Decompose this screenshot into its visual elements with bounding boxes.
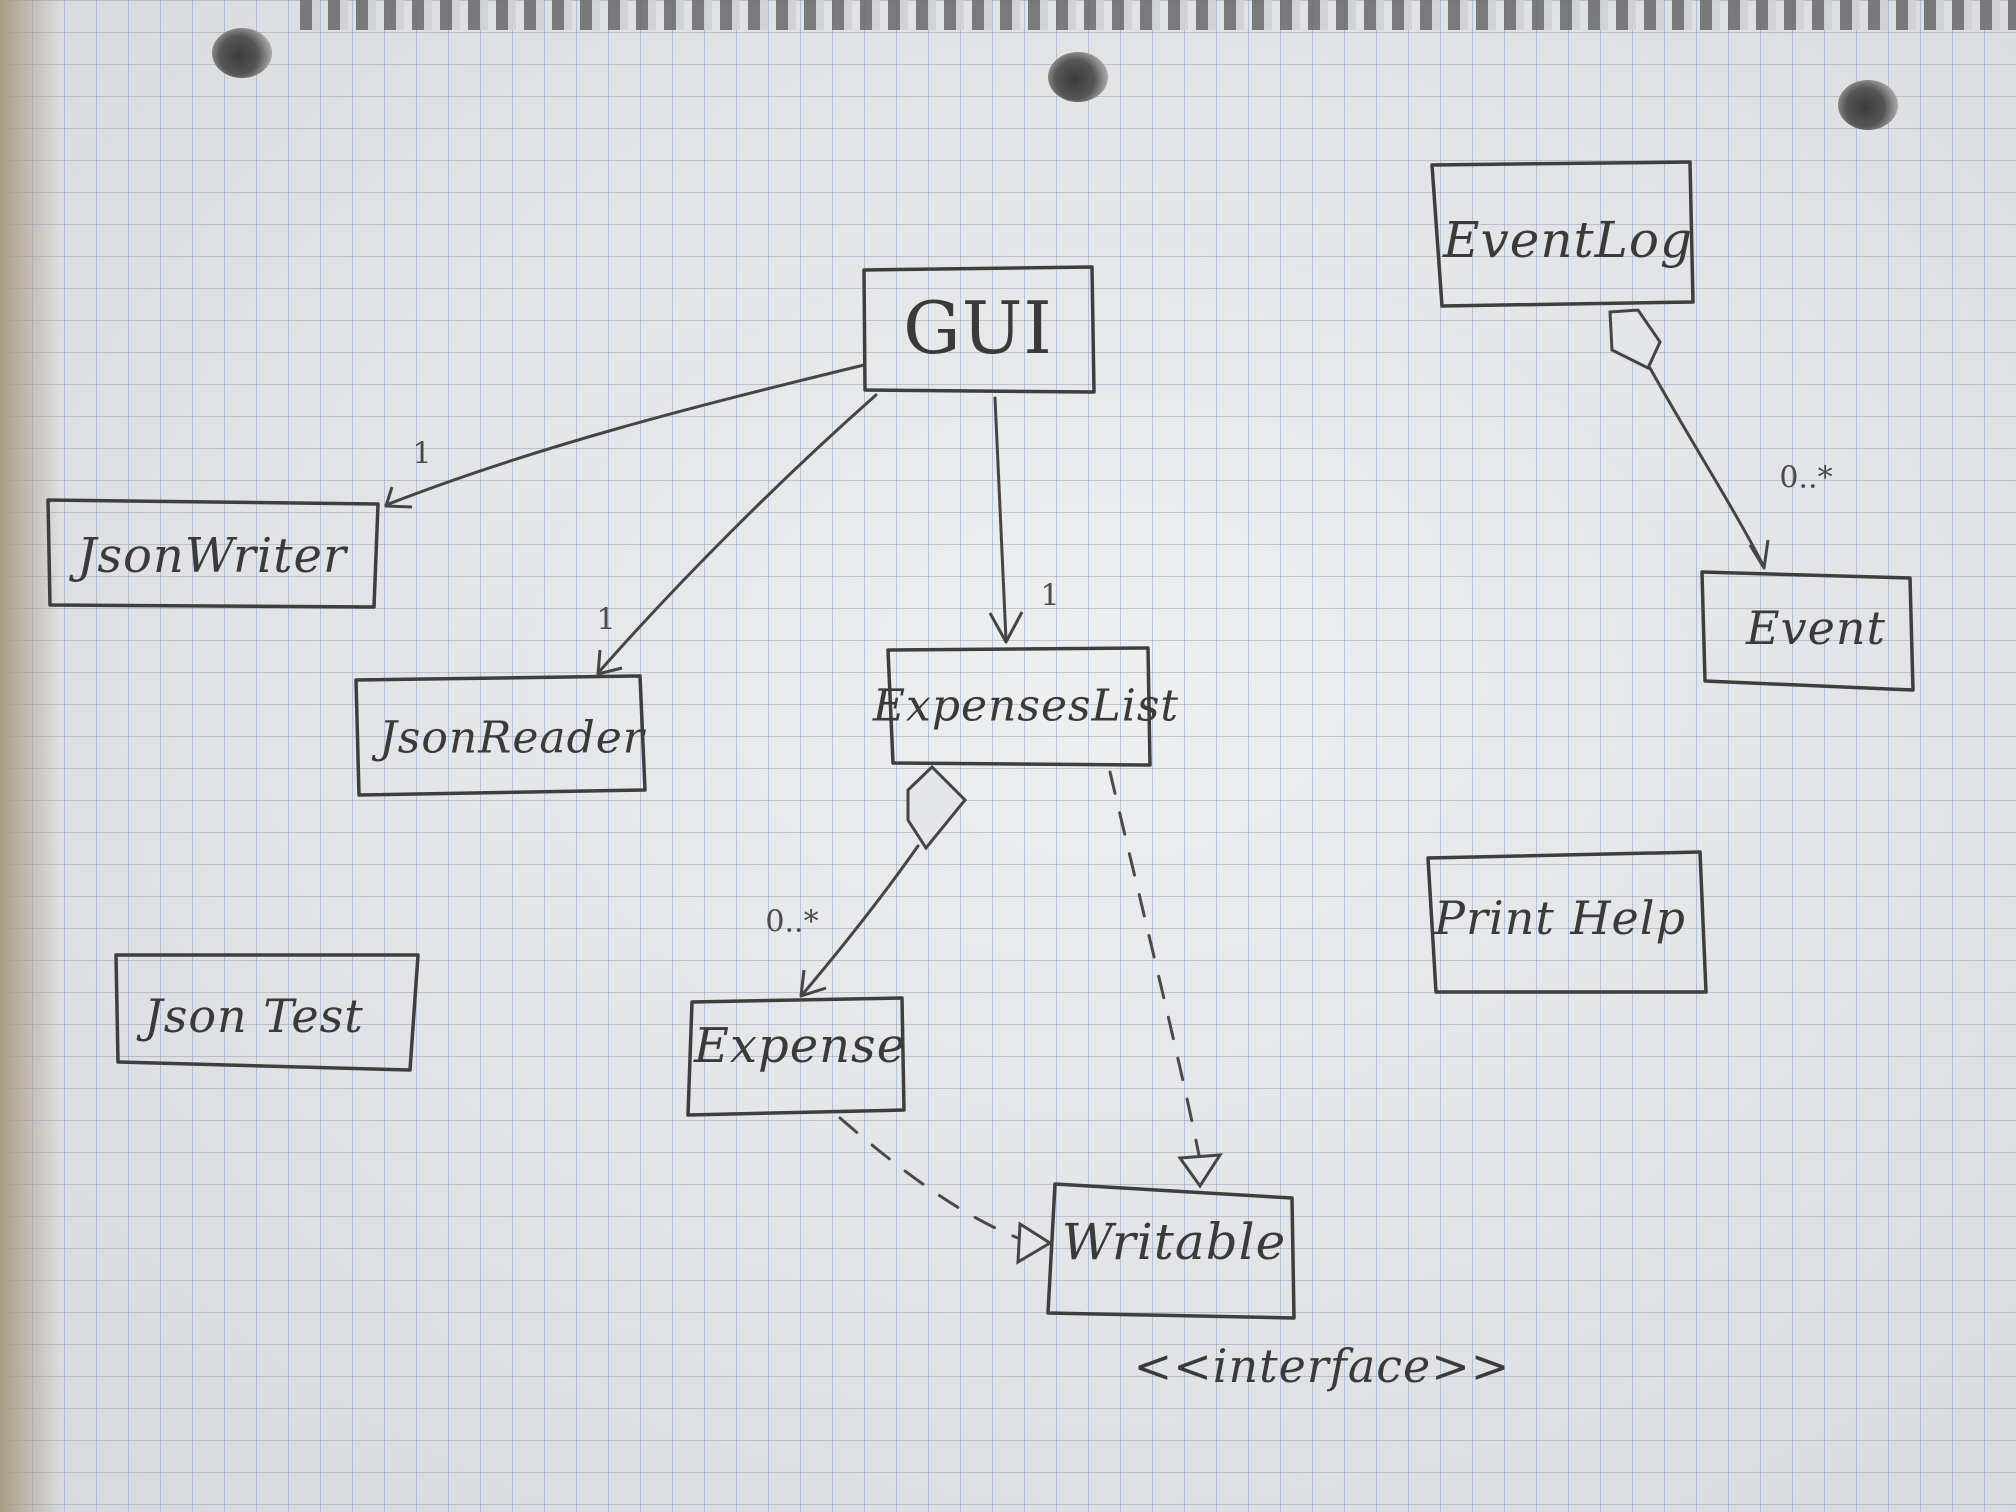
arrowhead xyxy=(596,649,623,676)
class-event: Event xyxy=(1746,601,1886,655)
json-writer-box xyxy=(46,498,380,609)
expenses-list-box xyxy=(886,646,1152,767)
class-json-test: Json Test xyxy=(144,989,364,1043)
punch-hole xyxy=(1838,80,1898,130)
punch-hole xyxy=(1048,52,1108,102)
print-help-box xyxy=(1426,850,1708,994)
aggregation-event-log-event xyxy=(1648,366,1766,569)
stereotype-label: <<interface>> xyxy=(1133,1339,1511,1393)
arrowhead xyxy=(988,611,1024,644)
json-reader-box xyxy=(354,674,647,797)
event-log-box xyxy=(1430,160,1695,308)
realization-expenses-list-writable xyxy=(1108,770,1202,1162)
multiplicity-event-log-event: 0..* xyxy=(1779,460,1833,496)
class-print-help: Print Help xyxy=(1434,891,1686,945)
association-gui-expenses-list xyxy=(993,396,1008,642)
arrowhead xyxy=(1748,539,1770,570)
multiplicity-gui-expenses-list: 1 xyxy=(1040,578,1060,614)
arrowhead xyxy=(799,969,827,998)
spiral-binding xyxy=(300,0,2016,30)
multiplicity-gui-json-writer: 1 xyxy=(412,436,432,472)
expense-box xyxy=(686,996,906,1117)
class-gui: GUI xyxy=(903,286,1053,370)
class-expense: Expense xyxy=(693,1018,907,1074)
table-edge xyxy=(0,0,60,1512)
aggregation-diamond xyxy=(1608,308,1662,371)
class-expenses-list: ExpensesList xyxy=(872,680,1180,732)
class-event-log: EventLog xyxy=(1443,211,1693,269)
class-json-reader: JsonReader xyxy=(379,712,645,764)
event-box xyxy=(1700,570,1915,692)
arrowhead xyxy=(384,486,413,509)
aggregation-diamond xyxy=(906,764,968,851)
aggregation-expenses-list-expense xyxy=(800,844,920,997)
class-json-writer: JsonWriter xyxy=(77,528,347,584)
json-test-box xyxy=(114,953,420,1072)
association-gui-json-reader xyxy=(596,393,878,675)
punch-hole xyxy=(212,28,272,78)
multiplicity-gui-json-reader: 1 xyxy=(596,602,616,638)
class-writable: Writable xyxy=(1061,1213,1287,1271)
association-gui-json-writer xyxy=(384,363,866,507)
multiplicity-expenses-list-expense: 0..* xyxy=(765,904,819,940)
realization-arrowhead xyxy=(1016,1221,1053,1265)
writable-box xyxy=(1046,1182,1296,1320)
realization-expense-writable xyxy=(838,1116,1020,1240)
realization-arrowhead xyxy=(1177,1153,1223,1189)
gui-box xyxy=(862,265,1096,394)
